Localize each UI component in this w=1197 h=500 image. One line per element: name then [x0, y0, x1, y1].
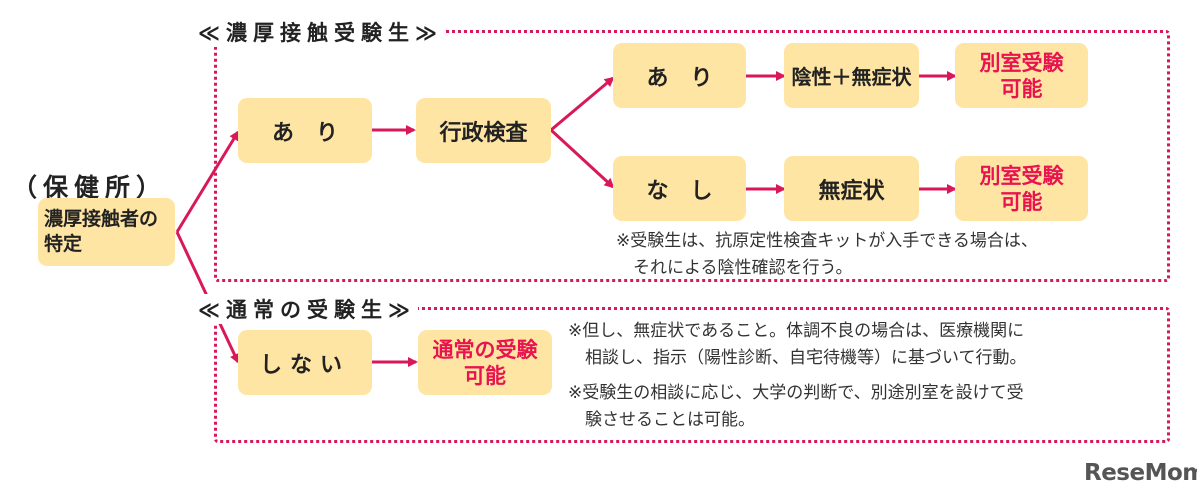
identification-line1: 濃厚接触者の: [44, 208, 159, 230]
normal-title: ≪通常の受験生≫: [196, 294, 418, 324]
normal-frame: [214, 307, 1170, 443]
asymptomatic-box: 無症状: [784, 156, 919, 221]
close-contact-frame: [214, 30, 1170, 282]
separate-room-exam-box-1: 別室受験 可能: [955, 43, 1088, 108]
hokenjo-label: （保健所）: [12, 173, 168, 202]
close-contact-identification-box: 濃厚接触者の 特定: [38, 198, 175, 266]
separate-room-line2: 可能: [1000, 76, 1043, 101]
negative-asymptomatic-box: 陰性＋無症状: [784, 43, 919, 108]
normal-exam-line2: 可能: [464, 363, 506, 388]
arrow-test-to-negative: [549, 128, 615, 189]
antigen-test-note: ※受験生は、抗原定性検査キットが入手できる場合は、 それによる陰性確認を行う。: [616, 231, 1038, 278]
consultation-note: ※受験生の相談に応じ、大学の判断で、別途別室を設けて受 験させることは可能。: [568, 383, 1024, 430]
positive-branch-box: あ り: [613, 43, 746, 108]
administrative-test-box: 行政検査: [416, 98, 551, 163]
identification-line2: 特定: [44, 233, 83, 255]
close-contact-title: ≪濃厚接触受験生≫: [196, 17, 445, 47]
ari-box: あ り: [238, 98, 372, 163]
resemom-logo: ReseMom: [1084, 460, 1197, 486]
asymptomatic-condition-note: ※但し、無症状であること。体調不良の場合は、医療機関に 相談し、指示（陽性診断、…: [568, 321, 1027, 368]
negative-branch-box: な し: [613, 156, 746, 221]
normal-exam-box: 通常の受験 可能: [418, 330, 552, 395]
arrow-test-to-positive: [550, 76, 615, 132]
separate-room-line1: 別室受験: [979, 50, 1064, 75]
shinai-box: しない: [238, 330, 372, 395]
separate-room-exam-box-2: 別室受験 可能: [955, 156, 1088, 221]
separate-room-line1: 別室受験: [979, 163, 1064, 188]
separate-room-line2: 可能: [1000, 189, 1043, 214]
normal-exam-line1: 通常の受験: [432, 337, 538, 362]
arrow-hokenjo-to-ari: [175, 130, 240, 233]
